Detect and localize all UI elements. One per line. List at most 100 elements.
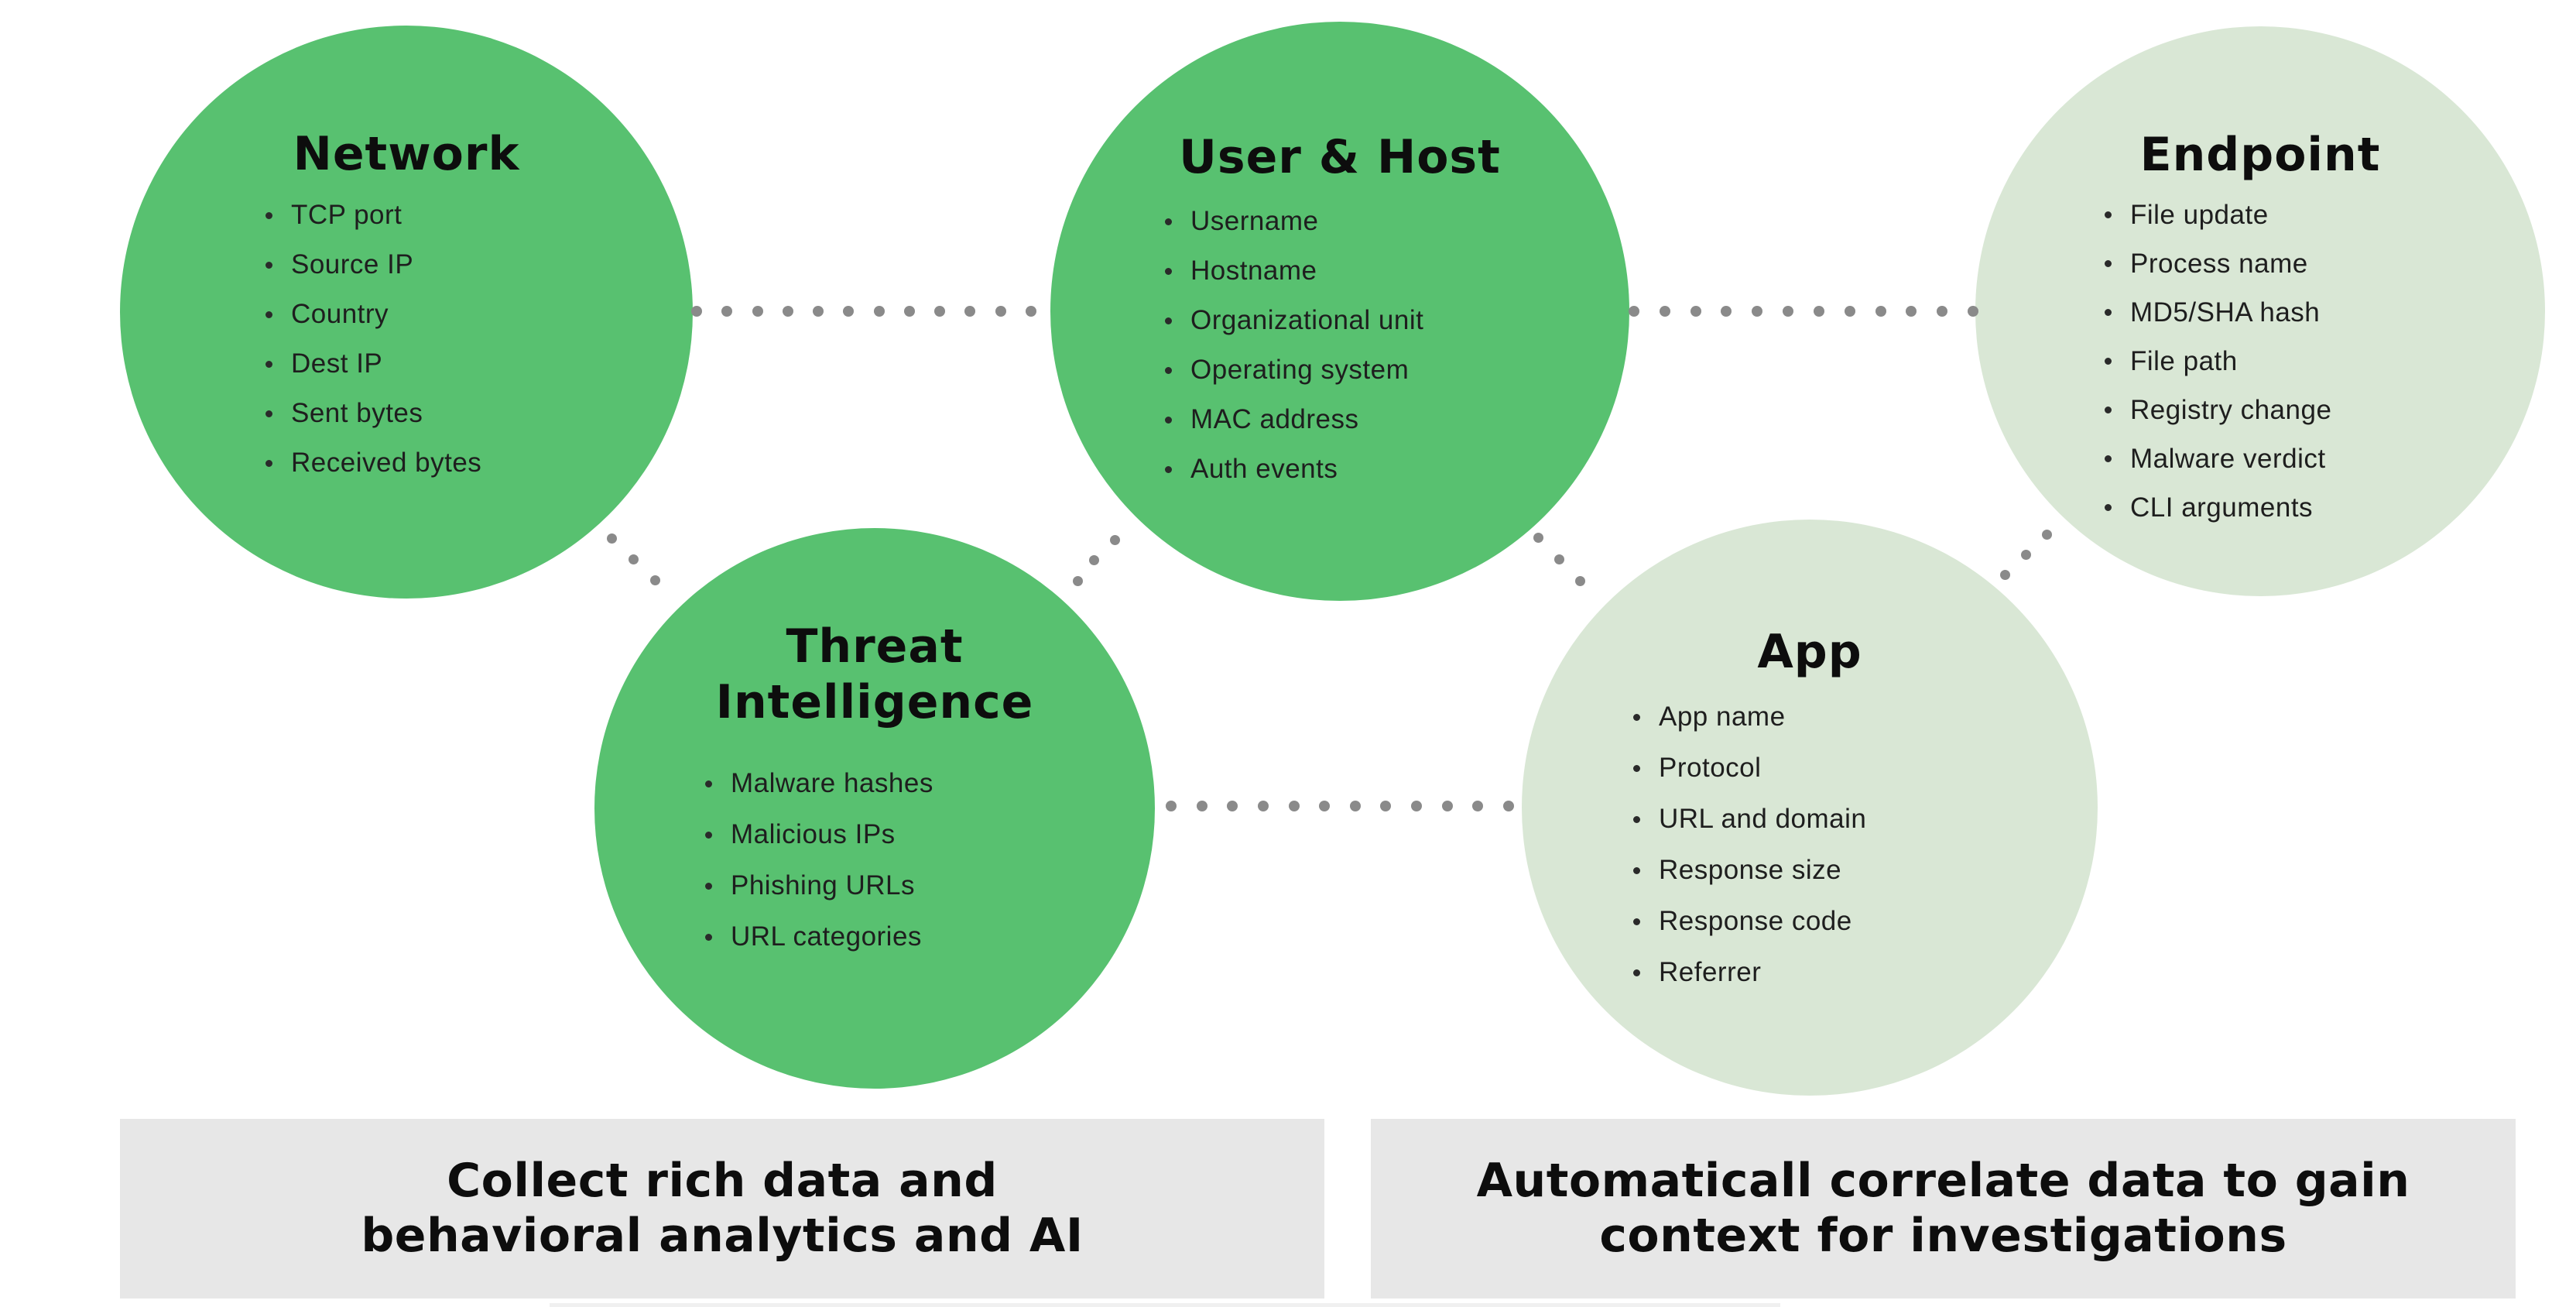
circle-title-user-host: User & Host (1179, 130, 1501, 184)
bullet-icon (265, 360, 272, 368)
bullet-icon (705, 933, 712, 941)
connector-dot (1813, 306, 1824, 317)
list-item-label: Malware verdict (2130, 443, 2326, 474)
list-item-label: Response code (1659, 906, 1852, 936)
bullet-icon (265, 261, 272, 269)
connector-dot (2041, 529, 2052, 540)
connector-dot (721, 306, 733, 317)
list-item: Source IP (265, 240, 481, 290)
bullet-icon (2105, 260, 2112, 267)
bullet-icon (705, 831, 712, 839)
circle-title-network: Network (293, 127, 520, 181)
connector-dot (934, 306, 946, 317)
list-item: Protocol (1633, 743, 1866, 794)
list-item-label: Country (291, 299, 389, 329)
list-item: TCP port (265, 190, 481, 240)
circle-title-app: App (1757, 625, 1862, 679)
list-item-label: Auth events (1190, 454, 1338, 484)
list-item-label: URL and domain (1659, 804, 1867, 834)
list-item: Referrer (1633, 947, 1866, 998)
connector-dot (1690, 306, 1701, 317)
bullet-icon (265, 310, 272, 318)
bullet-icon (1165, 366, 1172, 374)
list-item: Response code (1633, 896, 1866, 947)
connector-dot (1502, 801, 1514, 811)
cutoff-box-edge (550, 1303, 1780, 1307)
connector-dot (1553, 554, 1564, 564)
connector-dot (1999, 569, 2010, 580)
list-item: Malicious IPs (705, 809, 933, 860)
list-item-label: MAC address (1190, 404, 1359, 434)
bullet-icon (1633, 866, 1640, 874)
list-item: MD5/SHA hash (2105, 288, 2331, 337)
connector-dot (1349, 801, 1361, 811)
list-item-label: Organizational unit (1190, 305, 1424, 335)
connector-dot (691, 306, 702, 317)
list-item-label: File update (2130, 199, 2269, 230)
connector-dot (752, 306, 763, 317)
list-item-label: App name (1659, 702, 1786, 732)
list-item: File update (2105, 190, 2331, 239)
list-item: Hostname (1165, 246, 1423, 296)
connector-dot (1533, 532, 1543, 543)
list-item: Organizational unit (1165, 296, 1423, 345)
list-item: Username (1165, 197, 1423, 246)
connector-dot (1783, 306, 1794, 317)
connector-dot (1752, 306, 1763, 317)
list-item: URL and domain (1633, 794, 1866, 845)
connector-dot (1937, 306, 1948, 317)
list-item-label: Process name (2130, 248, 2308, 279)
caption-line: Automaticall correlate data to gain (1476, 1154, 2410, 1208)
bullet-icon (1165, 267, 1172, 275)
connector-dot (1288, 801, 1300, 811)
connector-network-userhost (691, 306, 1036, 317)
list-item: MAC address (1165, 395, 1423, 444)
list-item: Sent bytes (265, 389, 481, 438)
bullet-icon (1633, 764, 1640, 772)
connector-dot (1196, 801, 1208, 811)
bullet-icon (1633, 713, 1640, 721)
list-item: Malware hashes (705, 758, 933, 809)
list-item-label: Operating system (1190, 355, 1410, 385)
connector-dot (1967, 306, 1978, 317)
list-item-label: Phishing URLs (731, 870, 915, 900)
circle-title-endpoint: Endpoint (2139, 128, 2381, 182)
connector-dot (1659, 306, 1670, 317)
list-item: Received bytes (265, 438, 481, 488)
connector-dot (1721, 306, 1732, 317)
list-item-label: Received bytes (291, 448, 482, 478)
bullet-icon (265, 459, 272, 467)
caption-line: context for investigations (1599, 1209, 2287, 1263)
list-item-label: Sent bytes (291, 398, 423, 428)
connector-dot (1875, 306, 1886, 317)
bullet-icon (265, 211, 272, 219)
list-item-label: CLI arguments (2130, 492, 2314, 523)
list-item: Response size (1633, 845, 1866, 896)
connector-dot (628, 554, 639, 564)
connector-dot (1441, 801, 1453, 811)
connector-dot (1109, 534, 1120, 545)
list-item-label: Registry change (2130, 394, 2332, 425)
connector-dot (1072, 575, 1083, 586)
list-item-label: Dest IP (291, 348, 383, 379)
list-item: Dest IP (265, 339, 481, 389)
list-item: App name (1633, 691, 1866, 743)
list-item: Operating system (1165, 345, 1423, 395)
connector-dot (1411, 801, 1422, 811)
bullet-icon (705, 882, 712, 890)
list-item-label: Malicious IPs (731, 819, 896, 849)
list-item: Phishing URLs (705, 860, 933, 911)
bullet-icon (2105, 455, 2112, 462)
connector-dot (1844, 306, 1855, 317)
connector-dot (903, 306, 915, 317)
connector-dot (1257, 801, 1269, 811)
caption-line: Collect rich data and (447, 1154, 998, 1208)
connector-dot (2020, 549, 2031, 560)
connector-dot (843, 306, 855, 317)
